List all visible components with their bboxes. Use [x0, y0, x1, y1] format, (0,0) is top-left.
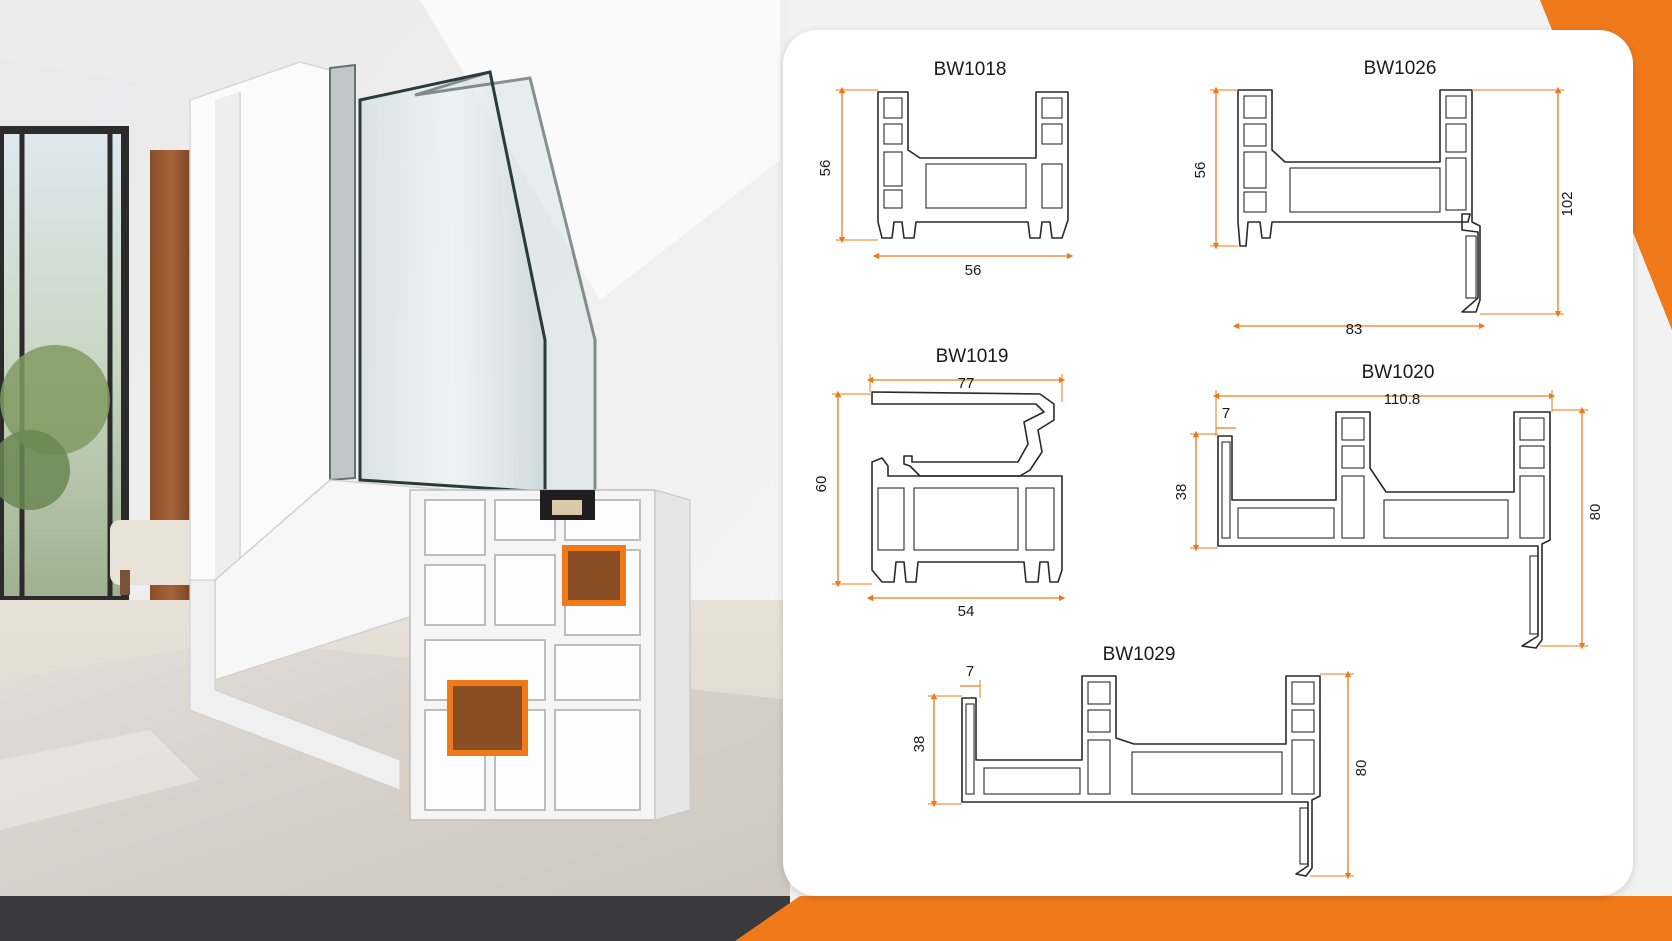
profile-outline: [961, 675, 1321, 877]
profile-chambers: [877, 487, 1055, 551]
profile-bw1019: BW1019 77 60 54: [813, 346, 1066, 620]
profile-outline: [1217, 411, 1551, 649]
dimension-label: 54: [958, 603, 975, 620]
profile-outline: [877, 91, 1069, 239]
profile-chambers: [965, 681, 1315, 865]
dimension-label: 38: [911, 736, 928, 753]
dimension-label: 60: [813, 476, 830, 493]
profile-outline: [871, 391, 1055, 477]
sofa-leg: [120, 570, 130, 595]
desiccant: [552, 500, 582, 515]
steel-reinforcement: [447, 680, 528, 756]
dimension-label: 80: [1353, 760, 1370, 777]
dimension-label: 80: [1587, 504, 1604, 521]
profile-chambers: [883, 97, 1063, 209]
sofa: [110, 520, 200, 585]
profile-code: BW1026: [1364, 58, 1437, 79]
profile-bw1018: BW1018 56 56: [817, 59, 1074, 279]
profile-chambers: [424, 499, 641, 811]
plant-foliage: [0, 430, 70, 510]
profile-code: BW1019: [936, 346, 1009, 367]
dimension-label: 7: [1222, 405, 1230, 422]
profile-bw1029: BW1029 7 38 80: [911, 644, 1370, 880]
profile-code: BW1029: [1103, 644, 1176, 665]
profile-chambers: [1243, 95, 1477, 299]
glass-spacer: [329, 63, 356, 482]
frame-bottom-face: [189, 579, 401, 791]
profile-code: BW1020: [1362, 362, 1435, 383]
dimension-label: 7: [966, 663, 974, 680]
dimension-label: 102: [1559, 191, 1576, 216]
dimension-label: 77: [958, 375, 975, 392]
accent-bottom: [735, 896, 1672, 941]
dimension-label: 38: [1173, 484, 1190, 501]
dimension-label: 56: [965, 262, 982, 279]
window-profile-photo: [0, 0, 790, 941]
profile-outline: [1237, 89, 1481, 313]
frame-vertical-shadow: [215, 92, 240, 580]
dimension-label: 110.8: [1384, 391, 1420, 408]
profile-outline: [871, 457, 1063, 583]
dimension-label: 56: [1192, 162, 1209, 179]
dark-stripe: [0, 896, 790, 941]
dimension-label: 56: [817, 160, 834, 177]
profile-code: BW1018: [934, 59, 1007, 80]
light-beam: [420, 0, 780, 300]
profile-bw1026: BW1026 56 102 83: [1192, 58, 1576, 338]
marble-highlight: [0, 730, 200, 830]
profile-chambers: [1221, 417, 1545, 635]
dimension-label: 83: [1346, 321, 1363, 338]
ceiling: [0, 0, 240, 100]
steel-reinforcement: [562, 545, 626, 606]
profile-bw1020: BW1020 110.8 7 38 80: [1173, 362, 1604, 650]
plant-foliage: [0, 345, 110, 455]
profile-side: [654, 489, 691, 821]
